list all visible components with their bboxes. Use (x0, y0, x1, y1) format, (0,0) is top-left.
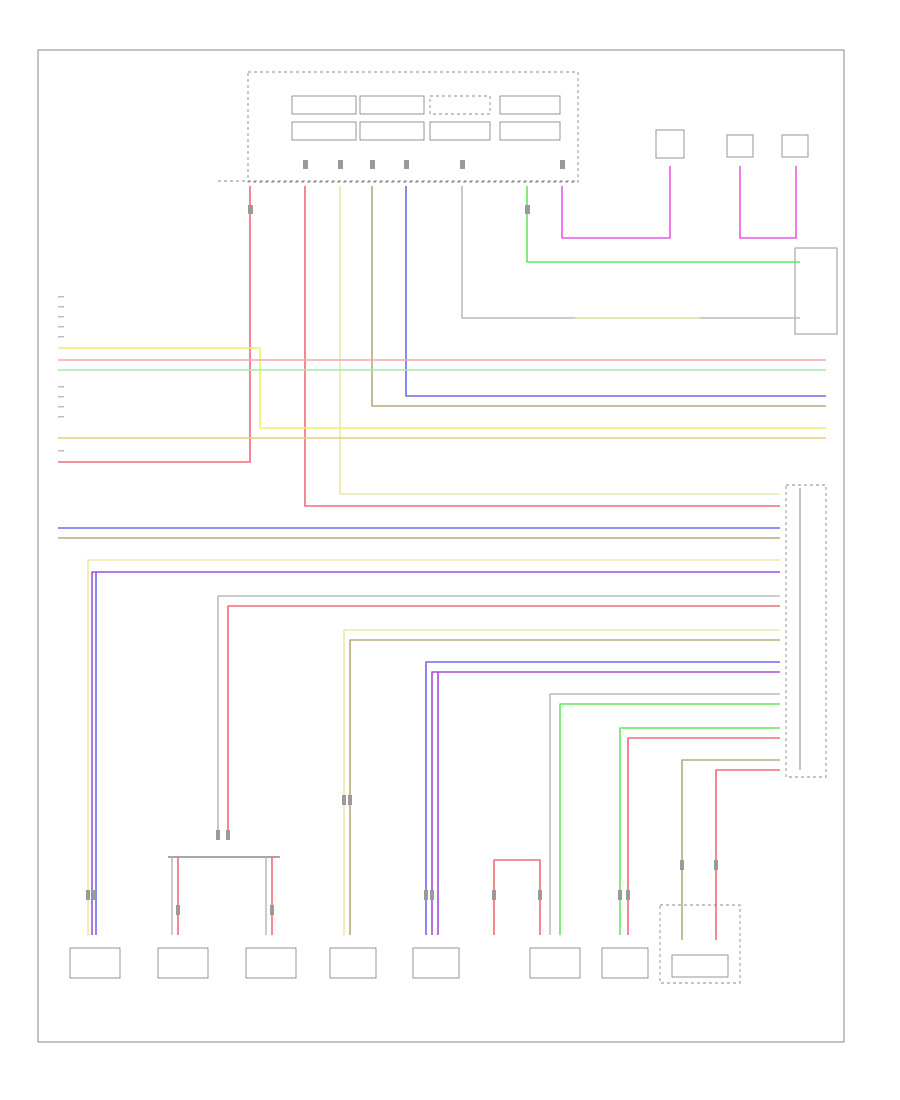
wire-olive (371, 186, 826, 407)
wire-tan-mid (349, 639, 780, 935)
wire-yellow-row (58, 347, 826, 429)
wire-tan-bottom (681, 759, 780, 940)
wire-yellow-right (339, 186, 780, 495)
wire-green-top (526, 186, 800, 263)
wire-magenta-1 (561, 166, 671, 239)
wire-grey-right (549, 693, 780, 935)
wire-red-bottom (715, 769, 780, 940)
wire-lightgreen-r2 (619, 727, 780, 935)
wire-green-right (559, 703, 780, 935)
diagram-frame (37, 49, 845, 1043)
wire-grey (461, 186, 800, 319)
wire-red-left (58, 186, 251, 463)
wire-red-r2 (627, 737, 780, 935)
top-junction-block (218, 71, 579, 183)
wire-grey-mid (217, 595, 780, 830)
wire-violet-mid (431, 671, 780, 935)
top-right-modules (655, 129, 809, 159)
wire-blue-top (405, 186, 826, 397)
wire-magenta-2 (739, 166, 797, 239)
wire-red-right (304, 186, 780, 507)
wire-red-mid (227, 605, 780, 830)
wire-violet-long (91, 571, 780, 935)
bottom-components (69, 904, 741, 984)
wire-yellow-long (87, 559, 780, 935)
wire-lightyellow-mid (343, 629, 780, 935)
wire-red-loop (493, 859, 541, 935)
connector-pins (86, 160, 718, 915)
right-connectors (785, 247, 838, 778)
left-connector-pins (58, 296, 64, 452)
wire-blue-mid (425, 661, 780, 935)
